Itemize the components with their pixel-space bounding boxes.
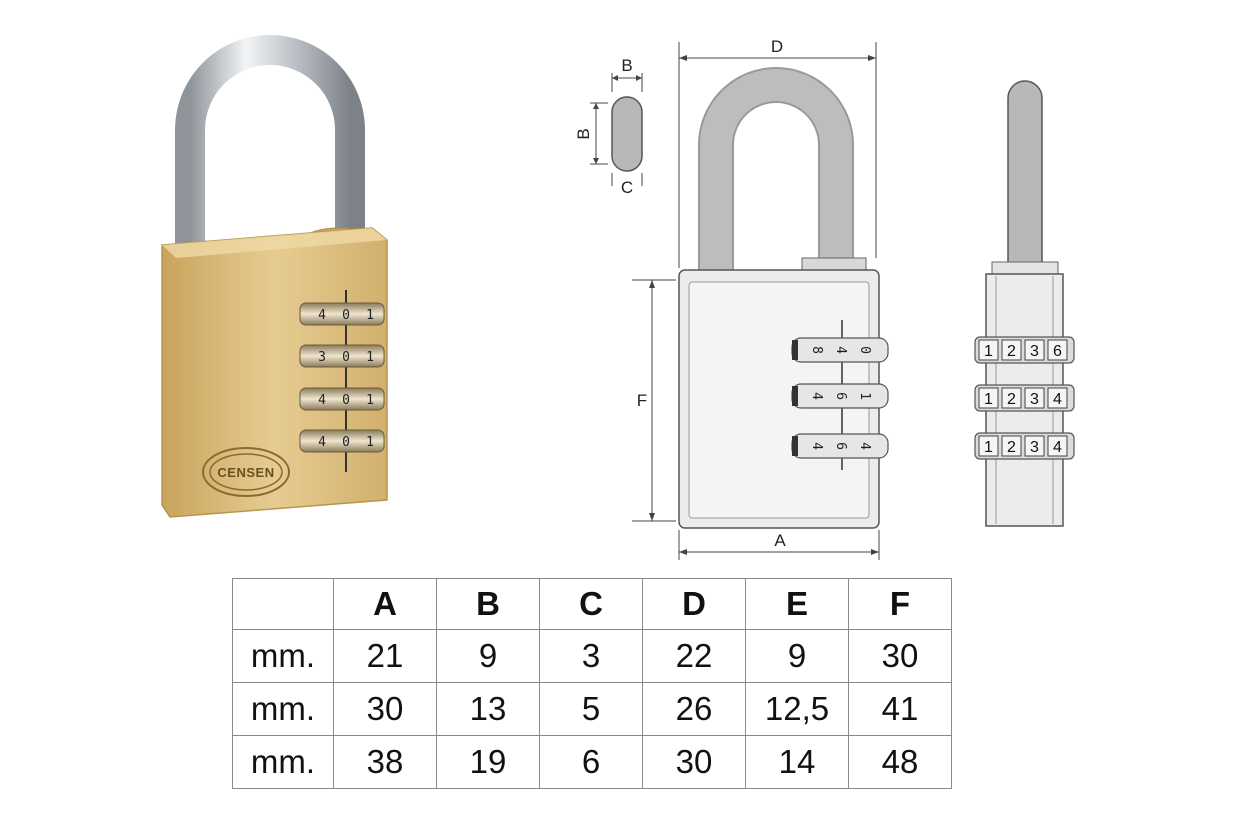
- table-header-b: B: [436, 578, 540, 630]
- dim-label-b-top: B: [621, 56, 632, 75]
- table-cell: 5: [539, 682, 643, 736]
- wheel-digit: 2: [1007, 439, 1016, 456]
- table-cell-unit: mm.: [232, 735, 334, 789]
- table-cell: 3: [539, 629, 643, 683]
- combination-wheel-row[interactable]: 4 0 1: [299, 429, 385, 453]
- table-cell: 26: [642, 682, 746, 736]
- table-cell: 41: [848, 682, 952, 736]
- drawing-wheel-row[interactable]: 8 4 0: [791, 337, 889, 363]
- wheel-digit: 1: [857, 392, 872, 400]
- wheel-digit: 6: [833, 442, 848, 450]
- wheel-digit: 3: [318, 350, 326, 365]
- wheel-digit: 4: [809, 442, 824, 450]
- dim-label-a: A: [774, 531, 786, 550]
- wheel-digit: 1: [366, 308, 374, 323]
- table-row: mm. 38 19 6 30 14 48: [232, 735, 952, 789]
- wheel-digit: 3: [1030, 439, 1039, 456]
- wheel-digit: 4: [1053, 439, 1062, 456]
- table-cell-unit: mm.: [232, 629, 334, 683]
- table-cell-unit: mm.: [232, 682, 334, 736]
- combination-wheel-row[interactable]: 3 0 1: [299, 344, 385, 368]
- wheel-digit: 3: [1030, 391, 1039, 408]
- dim-label-f: F: [637, 391, 647, 410]
- dimension-table: A B C D E F mm. 21 9 3 22 9 30 mm. 30 13…: [232, 578, 952, 789]
- brass-padlock-photo: CENSEN 4 0 1 3 0 1 4 0 1 4 0 1: [161, 35, 388, 518]
- table-cell: 30: [848, 629, 952, 683]
- wheel-digit: 2: [1007, 391, 1016, 408]
- wheel-digit: 0: [342, 435, 350, 450]
- wheel-digit: 4: [857, 442, 872, 450]
- front-technical-drawing: 8 4 0 4 6 1 4 6 4 D F A: [632, 37, 889, 560]
- wheel-digit: 0: [342, 308, 350, 323]
- drawing-wheel-row[interactable]: 4 6 1: [791, 383, 889, 409]
- photo-combination-wheels[interactable]: 4 0 1 3 0 1 4 0 1 4 0 1: [299, 302, 385, 453]
- table-cell: 21: [333, 629, 437, 683]
- table-header-a: A: [333, 578, 437, 630]
- wheel-digit: 4: [318, 435, 326, 450]
- wheel-digit: 1: [366, 350, 374, 365]
- wheel-digit: 1: [984, 439, 993, 456]
- wheel-digit: 6: [1053, 343, 1062, 360]
- dim-label-d: D: [771, 37, 783, 56]
- table-cell: 30: [333, 682, 437, 736]
- table-header-c: C: [539, 578, 643, 630]
- wheel-digit: 1: [366, 393, 374, 408]
- table-cell: 13: [436, 682, 540, 736]
- drawing-wheel-row[interactable]: 4 6 4: [791, 433, 889, 459]
- combination-wheel-row[interactable]: 4 0 1: [299, 387, 385, 411]
- wheel-digit: 4: [318, 393, 326, 408]
- wheel-digit: 2: [1007, 343, 1016, 360]
- table-header-e: E: [745, 578, 849, 630]
- table-cell: 38: [333, 735, 437, 789]
- table-cell: 9: [745, 629, 849, 683]
- table-cell: 22: [642, 629, 746, 683]
- brand-logo: CENSEN: [202, 447, 290, 497]
- wheel-digit: 1: [366, 435, 374, 450]
- wheel-digit: 0: [857, 346, 872, 354]
- shackle-cross-section: B B C: [574, 56, 643, 197]
- table-header-f: F: [848, 578, 952, 630]
- table-cell: 6: [539, 735, 643, 789]
- side-shackle: [1007, 80, 1043, 266]
- dim-label-b-side: B: [574, 128, 593, 139]
- table-header-corner: [232, 578, 334, 630]
- wheel-digit: 1: [984, 391, 993, 408]
- wheel-digit: 4: [833, 346, 848, 354]
- brand-name: CENSEN: [217, 465, 274, 480]
- table-row: mm. 21 9 3 22 9 30: [232, 629, 952, 683]
- wheel-digit: 8: [809, 346, 824, 354]
- wheel-digit: 4: [809, 392, 824, 400]
- table-header-d: D: [642, 578, 746, 630]
- steel-shackle: [175, 35, 365, 250]
- table-row: mm. 30 13 5 26 12,5 41: [232, 682, 952, 736]
- table-cell: 48: [848, 735, 952, 789]
- table-cell: 12,5: [745, 682, 849, 736]
- table-cell: 9: [436, 629, 540, 683]
- wheel-digit: 0: [342, 393, 350, 408]
- front-combination-wheels[interactable]: 8 4 0 4 6 1 4 6 4: [791, 337, 889, 459]
- table-cell: 30: [642, 735, 746, 789]
- wheel-digit: 6: [833, 392, 848, 400]
- table-cell: 19: [436, 735, 540, 789]
- table-header-row: A B C D E F: [232, 578, 952, 630]
- wheel-digit: 4: [1053, 391, 1062, 408]
- dim-label-c: C: [621, 178, 633, 197]
- combination-wheel-row[interactable]: 4 0 1: [299, 302, 385, 326]
- table-cell: 14: [745, 735, 849, 789]
- wheel-digit: 3: [1030, 343, 1039, 360]
- wheel-digit: 4: [318, 308, 326, 323]
- wheel-digit: 0: [342, 350, 350, 365]
- wheel-digit: 1: [984, 343, 993, 360]
